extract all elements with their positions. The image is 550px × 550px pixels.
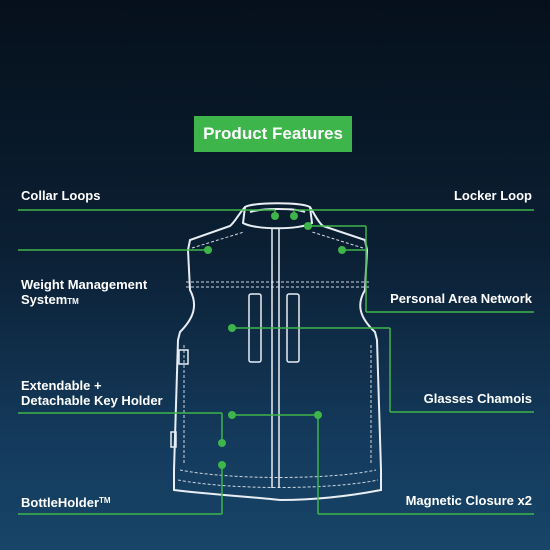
label-personal-area-network: Personal Area Network xyxy=(390,291,532,306)
label-bottle-holder-text: BottleHolder xyxy=(21,495,99,510)
label-bottle-holder-tm: TM xyxy=(99,496,111,505)
label-weight-management-line1: Weight Management xyxy=(21,277,148,292)
dot-glasses-chamois xyxy=(228,324,236,332)
label-magnetic-closure: Magnetic Closure x2 xyxy=(405,493,532,508)
dot-key-holder xyxy=(218,439,226,447)
dot-magnetic-closure-right xyxy=(314,411,322,419)
label-weight-management-line2: System xyxy=(21,292,68,307)
leader-lines xyxy=(18,209,534,515)
label-key-holder-line1: Extendable + xyxy=(21,378,102,393)
vest-outline xyxy=(173,202,382,502)
dot-weight-management xyxy=(204,246,212,254)
dot-collar-loops xyxy=(271,212,279,220)
dot-personal-area-network xyxy=(338,246,346,254)
dot-magnetic-closure-left xyxy=(228,411,236,419)
label-weight-management: Weight Management SystemTM xyxy=(21,277,147,309)
dot-collar-right xyxy=(304,222,312,230)
label-locker-loop: Locker Loop xyxy=(453,188,532,203)
feature-dots xyxy=(204,212,346,469)
dot-bottle-holder xyxy=(218,461,226,469)
label-weight-management-tm: TM xyxy=(67,297,79,306)
label-collar-loops: Collar Loops xyxy=(21,188,101,203)
dot-locker-loop xyxy=(290,212,298,220)
label-key-holder: Extendable + Detachable Key Holder xyxy=(21,378,163,408)
vest-zipper xyxy=(271,228,280,488)
label-glasses-chamois: Glasses Chamois xyxy=(423,391,532,406)
label-key-holder-line2: Detachable Key Holder xyxy=(21,393,163,408)
label-bottle-holder: BottleHolderTM xyxy=(21,493,111,510)
vest-stitching xyxy=(177,231,379,488)
product-features-badge: Product Features xyxy=(194,116,352,152)
